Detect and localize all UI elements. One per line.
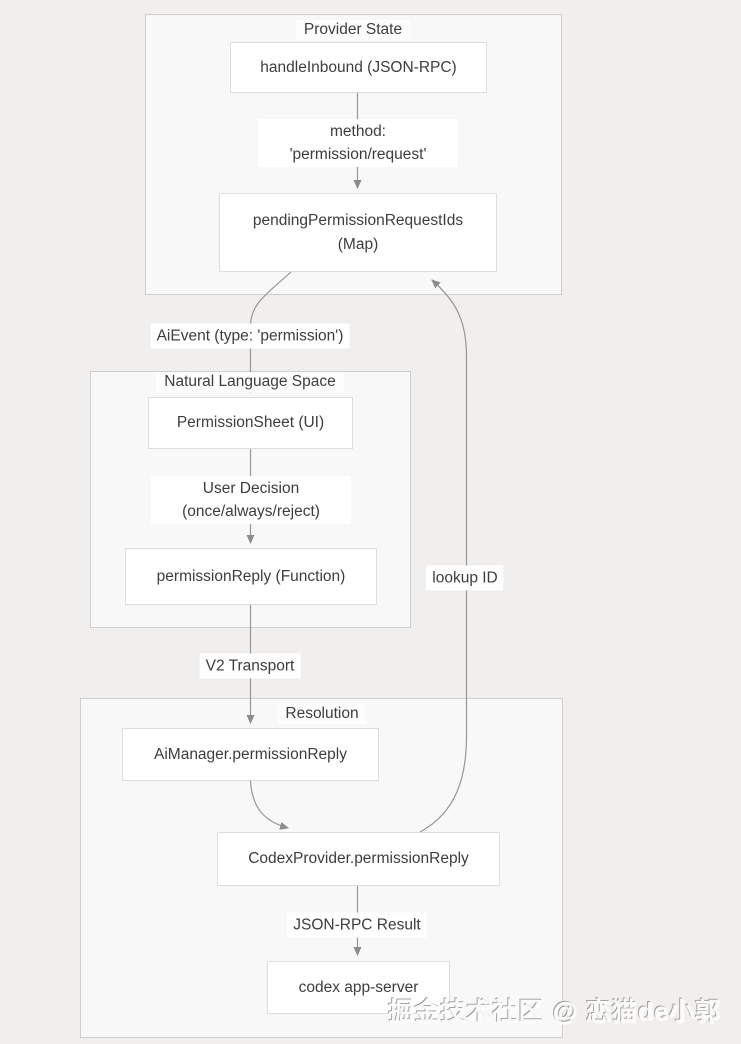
cluster-title-resolution: Resolution bbox=[277, 704, 367, 724]
edge-label-user-decision: User Decision (once/always/reject) bbox=[151, 476, 351, 524]
edge-label-json-rpc-result: JSON-RPC Result bbox=[287, 912, 427, 938]
node-permission-sheet: PermissionSheet (UI) bbox=[148, 397, 353, 449]
edge-label-lookup-id: lookup ID bbox=[426, 565, 504, 591]
edge-label-v2-transport: V2 Transport bbox=[199, 653, 301, 679]
watermark-text: 掘金技术社区 @ 恋猫de小郭 bbox=[388, 998, 721, 1026]
edge-label-aievent: AiEvent (type: 'permission') bbox=[150, 323, 350, 349]
node-pending-permission-request-ids: pendingPermissionRequestIds (Map) bbox=[219, 193, 497, 272]
node-codex-app-server: codex app-server bbox=[267, 961, 450, 1014]
cluster-title-natural-language-space: Natural Language Space bbox=[156, 372, 344, 392]
edge-label-method: method: 'permission/request' bbox=[258, 119, 458, 167]
edge-codexprovider-to-pending-lookup bbox=[419, 279, 468, 833]
node-handle-inbound: handleInbound (JSON-RPC) bbox=[230, 42, 487, 93]
node-codex-provider-permission-reply: CodexProvider.permissionReply bbox=[217, 832, 500, 886]
cluster-title-provider-state: Provider State bbox=[295, 20, 411, 40]
node-aimanager-permission-reply: AiManager.permissionReply bbox=[122, 728, 379, 781]
edge-aimanager-to-codexprovider bbox=[249, 780, 289, 830]
node-permission-reply: permissionReply (Function) bbox=[125, 548, 377, 605]
